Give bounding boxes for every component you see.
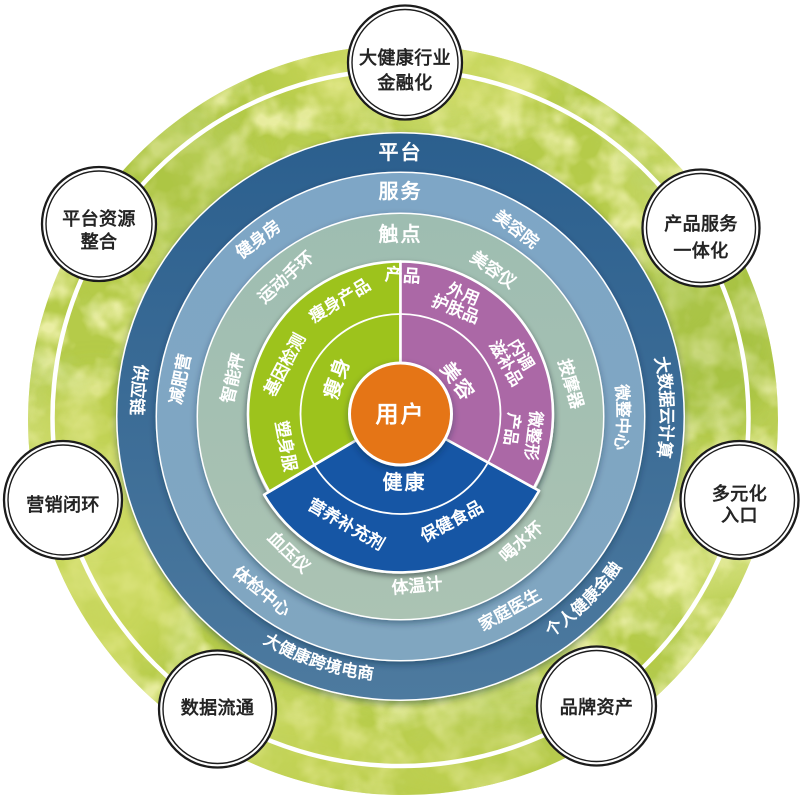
svg-text:营销闭环: 营销闭环 bbox=[26, 494, 100, 515]
svg-text:入口: 入口 bbox=[721, 506, 758, 526]
svg-text:产品服务: 产品服务 bbox=[664, 213, 738, 234]
svg-text:用户: 用户 bbox=[376, 401, 426, 427]
svg-text:平台资源: 平台资源 bbox=[62, 208, 136, 229]
svg-text:产品: 产品 bbox=[384, 264, 421, 286]
svg-text:体温计: 体温计 bbox=[391, 573, 444, 597]
svg-text:服务: 服务 bbox=[379, 179, 423, 203]
svg-text:一体化: 一体化 bbox=[673, 240, 728, 261]
svg-text:健康: 健康 bbox=[383, 470, 427, 494]
svg-text:平台: 平台 bbox=[379, 140, 423, 164]
svg-text:数据流通: 数据流通 bbox=[181, 697, 255, 718]
svg-text:品牌资产: 品牌资产 bbox=[560, 697, 634, 718]
svg-text:金融化: 金融化 bbox=[376, 72, 432, 93]
svg-text:多元化: 多元化 bbox=[712, 483, 767, 504]
svg-text:整合: 整合 bbox=[80, 231, 118, 252]
svg-text:大健康行业: 大健康行业 bbox=[359, 47, 451, 68]
svg-text:触点: 触点 bbox=[379, 222, 423, 246]
